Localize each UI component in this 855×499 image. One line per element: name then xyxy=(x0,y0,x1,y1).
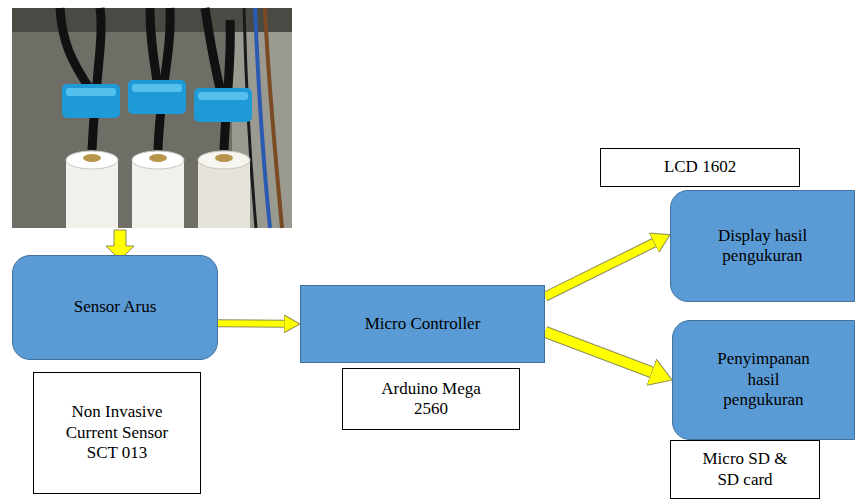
fuse-body xyxy=(198,160,250,228)
clamp-highlight xyxy=(132,84,182,92)
fuse-base xyxy=(66,151,118,228)
component-label-box: LCD 1602 xyxy=(600,148,800,187)
node-text: Penyimpanan hasil pengukuran xyxy=(709,349,819,410)
fuse-body xyxy=(132,160,184,228)
controller-box: Micro Controller xyxy=(300,285,545,363)
current-clamp xyxy=(194,88,252,122)
current-clamp xyxy=(62,84,120,118)
arrow-outline xyxy=(545,332,651,372)
clamp-body xyxy=(128,80,186,114)
cable xyxy=(158,8,170,150)
fuse-cap xyxy=(83,154,101,162)
fuse-base xyxy=(132,151,184,228)
fuse-cap xyxy=(215,154,233,162)
output-box: Penyimpanan hasil pengukuran xyxy=(672,320,855,440)
cable xyxy=(60,8,92,92)
cable xyxy=(92,8,101,150)
photo-ground xyxy=(12,8,292,228)
cable xyxy=(224,20,230,150)
arrow-outline xyxy=(218,319,284,328)
fuse-cap xyxy=(149,154,167,162)
clamp-highlight xyxy=(198,92,248,100)
output-arrow xyxy=(545,243,654,297)
fuse-body xyxy=(66,160,118,228)
node-text: Display hasil pengukuran xyxy=(697,226,829,267)
arrow-outline xyxy=(545,243,654,297)
output-arrow xyxy=(545,332,651,372)
node-text: Arduino Mega 2560 xyxy=(381,379,481,420)
wire xyxy=(265,8,282,228)
clamp-body xyxy=(62,84,120,118)
component-label-box: Non Invasive Current Sensor SCT 013 xyxy=(33,372,201,494)
fuse-base xyxy=(198,151,250,228)
node-text: Non Invasive Current Sensor SCT 013 xyxy=(61,402,173,463)
current-clamp xyxy=(128,80,186,114)
cable xyxy=(205,8,222,96)
signal-arrow xyxy=(218,323,284,325)
fuse-top xyxy=(198,151,250,169)
node-text: Micro Controller xyxy=(365,314,481,334)
component-label-box: Arduino Mega 2560 xyxy=(342,368,520,430)
panel-photo xyxy=(12,8,292,228)
clamp-body xyxy=(194,88,252,122)
arrow-shaft xyxy=(545,332,651,372)
sensor-box: Sensor Arus xyxy=(12,255,218,360)
component-label-box: Micro SD & SD card xyxy=(670,440,820,499)
fuse-top xyxy=(66,151,118,169)
arrow-shaft xyxy=(218,320,284,327)
cable xyxy=(150,8,158,88)
fuse-top xyxy=(132,151,184,169)
clamp-highlight xyxy=(66,88,116,96)
node-text: Sensor Arus xyxy=(74,297,157,317)
output-box: Display hasil pengukuran xyxy=(670,190,855,302)
node-text: Micro SD & SD card xyxy=(690,449,800,490)
node-text: LCD 1602 xyxy=(664,157,736,177)
arrow-shaft xyxy=(545,243,654,297)
